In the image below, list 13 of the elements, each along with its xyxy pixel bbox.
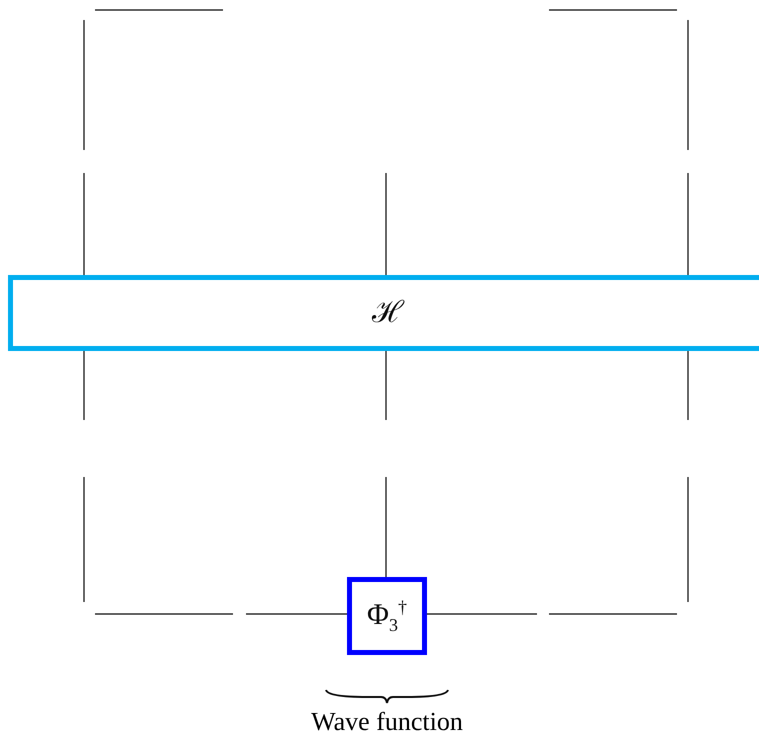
math-symbol: ℋ [372, 298, 404, 328]
wire-line [687, 173, 689, 275]
caption-text: Wave function [311, 707, 463, 737]
wire-line [385, 173, 387, 275]
wire-line [427, 613, 537, 615]
wire-line [246, 613, 347, 615]
wire-line [385, 477, 387, 577]
operator-box [8, 275, 759, 351]
wire-line [83, 351, 85, 420]
tensor-box [347, 577, 427, 655]
wire-line [687, 351, 689, 420]
wire-line [83, 173, 85, 275]
wire-line [385, 351, 387, 420]
